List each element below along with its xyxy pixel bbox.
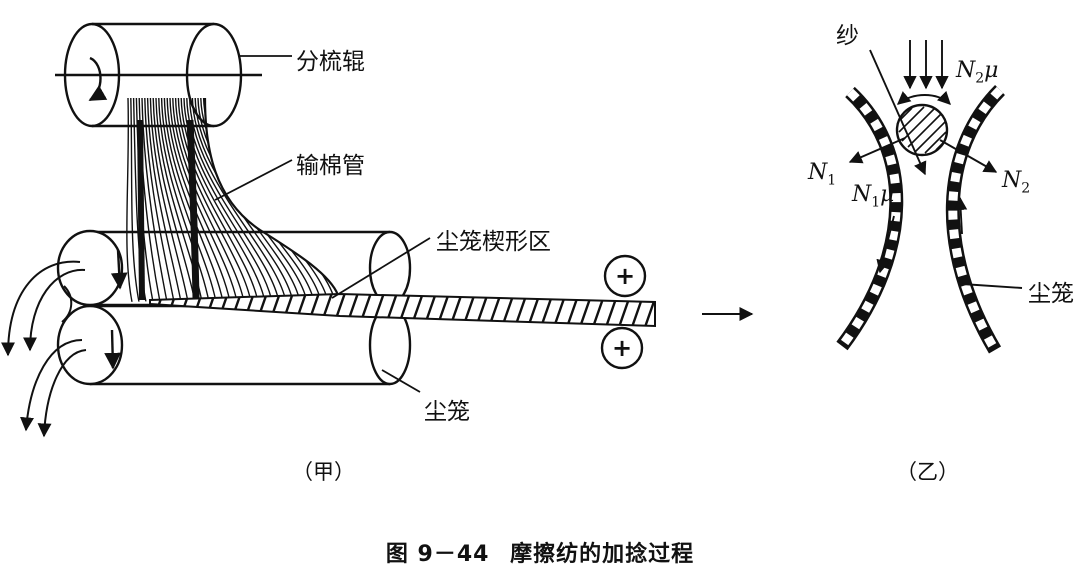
figure-number: 图 9－44 <box>385 542 490 567</box>
right-dust-cage-band <box>945 85 1005 354</box>
label-force-n1mu: N1μ <box>852 182 895 211</box>
fiber-strand <box>172 98 245 302</box>
leader-lines <box>214 55 431 393</box>
fiber-strand <box>169 98 238 302</box>
label-force-n2mu: N2μ <box>956 58 999 87</box>
plus-symbol-top: + <box>614 262 636 290</box>
fiber-strand <box>174 98 252 302</box>
delivery-roller-top <box>603 254 647 298</box>
fiber-strand <box>146 98 182 302</box>
suction-arrows <box>1 260 87 438</box>
label-dust-cage-right: 尘笼 <box>1028 281 1074 307</box>
yarn-twist-mark <box>161 294 179 326</box>
fiber-strand <box>160 98 217 302</box>
yarn-twist-mark <box>642 294 655 326</box>
label-opening-roller: 分梳辊 <box>296 49 365 75</box>
figure-title: 摩擦纺的加捻过程 <box>510 542 695 567</box>
fiber-strand <box>144 98 175 302</box>
label-force-n1: N1 <box>808 160 837 189</box>
label-dust-cage-left: 尘笼 <box>424 399 470 425</box>
delivery-roller-bottom <box>600 326 644 370</box>
yarn-twist-mark <box>200 294 218 326</box>
sub-caption-left: （甲） <box>292 460 355 484</box>
yarn-twist-mark <box>174 294 192 326</box>
label-wedge-zone: 尘笼楔形区 <box>436 229 551 255</box>
fiber-strand <box>152 98 196 302</box>
label-feed-duct: 输棉管 <box>296 153 365 179</box>
label-yarn: 纱 <box>836 23 859 49</box>
fiber-strand <box>141 98 168 302</box>
fiber-strand <box>188 98 287 302</box>
sub-caption-right: （乙） <box>896 460 959 484</box>
fiber-strand <box>158 98 210 302</box>
fiber-strand <box>177 98 259 302</box>
fiber-strand <box>130 98 140 302</box>
fiber-strand <box>126 98 133 302</box>
lower-dust-cage <box>56 304 412 386</box>
left-dust-cage-band <box>836 86 904 351</box>
plus-symbol-bottom: + <box>611 334 633 362</box>
force-arrows <box>848 40 1023 289</box>
fiber-strand <box>180 98 266 302</box>
yarn-cross-section <box>895 103 949 157</box>
fiber-strand <box>149 98 189 302</box>
feed-duct <box>126 97 340 302</box>
yarn-twist-mark <box>657 290 671 330</box>
figure-caption: 图 9－44 摩擦纺的加捻过程 <box>0 536 1080 568</box>
label-force-n2: N2 <box>1002 168 1031 197</box>
opening-roller <box>55 22 262 128</box>
